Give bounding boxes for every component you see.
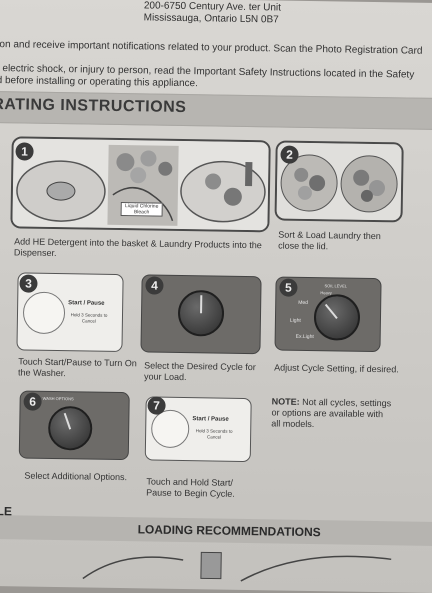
start-pause-button-icon-2 [150,409,190,449]
address-line-1: 200-6750 Century Ave. [143,0,247,13]
dial-needle [200,295,203,314]
step-5-caption: Adjust Cycle Setting, if desired. [274,362,399,375]
washer-dispenser-illustration [12,138,269,231]
address-line-2: Mississauga, Ontario L5N 0B7 [143,12,279,26]
wash-options-label: WASH OPTIONS [42,395,74,402]
soil-light-label: Light [289,317,301,324]
start-pause-button-icon [22,291,66,335]
step-7-panel-title: Start / Pause [192,416,229,423]
step-3-panel-sub: Hold 3 Seconds to Cancel [70,312,108,324]
step-4-caption: Select the Desired Cycle for your Load. [143,360,256,383]
soil-med-label: Med [298,299,308,306]
laundry-load-illustration [276,142,402,221]
address-fragment: ter Unit [248,2,282,14]
loading-illustration [82,551,392,582]
step-6-caption: Select Additional Options. [24,470,128,483]
note-label: NOTE: [271,396,300,407]
step-7-panel-sub: Hold 3 Seconds to Cancel [195,428,233,440]
wash-options-dial [47,405,93,451]
soil-level-label: SOIL LEVEL [324,283,348,289]
soil-exlight-label: Ex.Light [295,333,314,341]
section-title: RATING INSTRUCTIONS [0,95,187,117]
options-dial-needle [63,412,72,430]
registration-text: ion and receive important notifications … [0,39,423,57]
soil-heavy-label: Heavy [320,290,332,296]
safety-line-2: d before installing or operating this ap… [0,75,198,90]
step-3-caption: Touch Start/Pause to Turn On the Washer. [18,356,137,379]
bottom-left-label: CLE [0,503,13,519]
soil-dial-needle [324,303,338,320]
step-2-illustration [274,140,404,223]
step-3-panel-title: Start / Pause [68,300,105,307]
loading-recommendations-title: LOADING RECOMMENDATIONS [137,522,321,540]
cycle-dial [177,289,225,337]
bleach-label: Liquid Chlorine Bleach [120,202,163,217]
step-7-caption: Touch and Hold Start/ Pause to Begin Cyc… [146,476,235,499]
note: NOTE: Not all cycles, settings or option… [271,396,392,431]
step-1-illustration: Liquid Chlorine Bleach [10,136,271,233]
address-block: 200-6750 Century Ave. ter Unit Mississau… [144,0,281,26]
step-1-caption: Add HE Detergent into the basket & Laund… [13,236,262,259]
step-2-caption: Sort & Load Laundry then close the lid. [278,229,381,252]
soil-level-dial [313,294,361,341]
